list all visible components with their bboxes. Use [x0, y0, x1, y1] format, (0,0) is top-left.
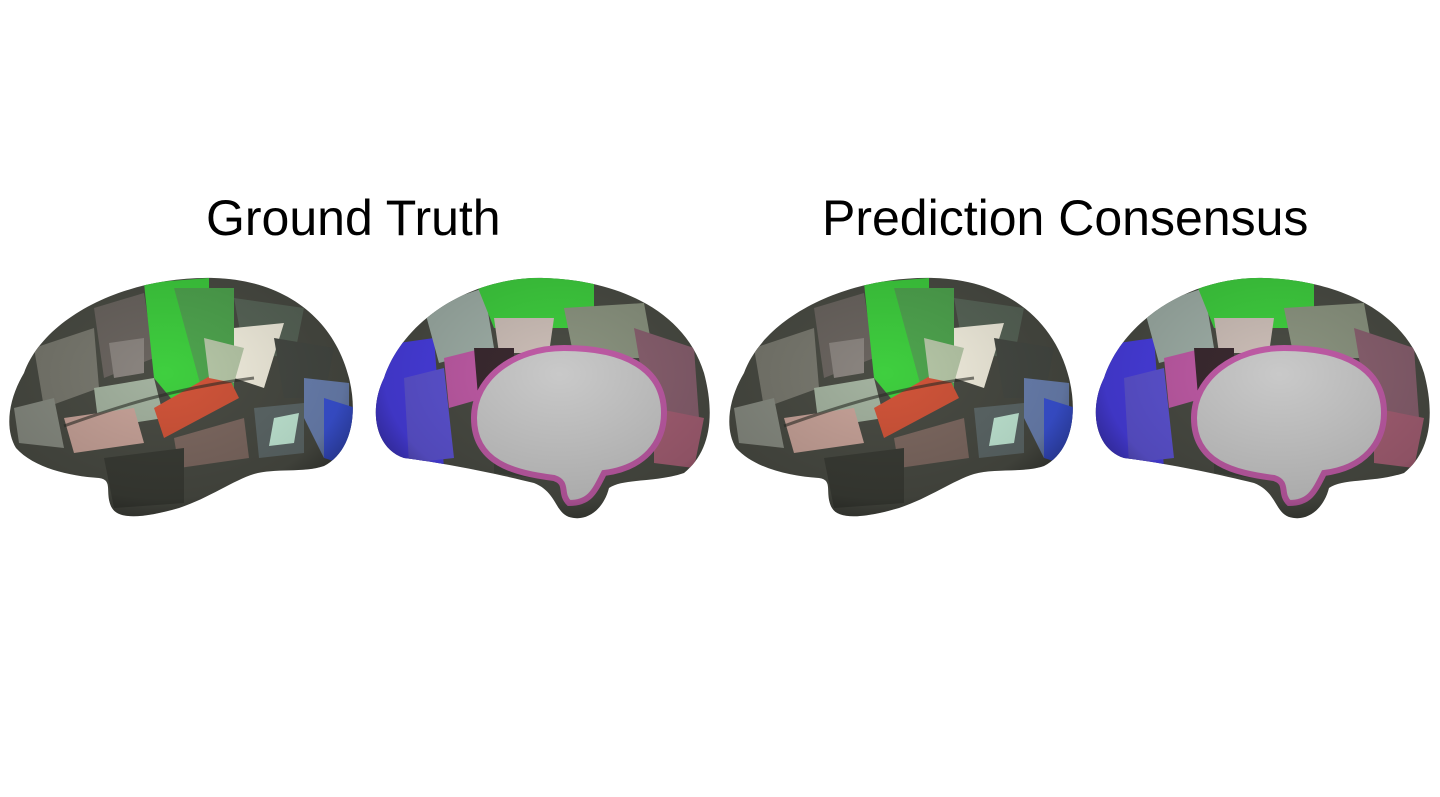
panel-title-prediction-consensus: Prediction Consensus	[822, 190, 1309, 246]
brain-medial-view-prediction-consensus	[1084, 268, 1436, 524]
panel-title-ground-truth: Ground Truth	[206, 190, 501, 246]
brain-lateral-view-ground-truth	[4, 268, 356, 524]
brain-lateral-view-prediction-consensus	[724, 268, 1076, 524]
brain-medial-view-ground-truth	[364, 268, 716, 524]
